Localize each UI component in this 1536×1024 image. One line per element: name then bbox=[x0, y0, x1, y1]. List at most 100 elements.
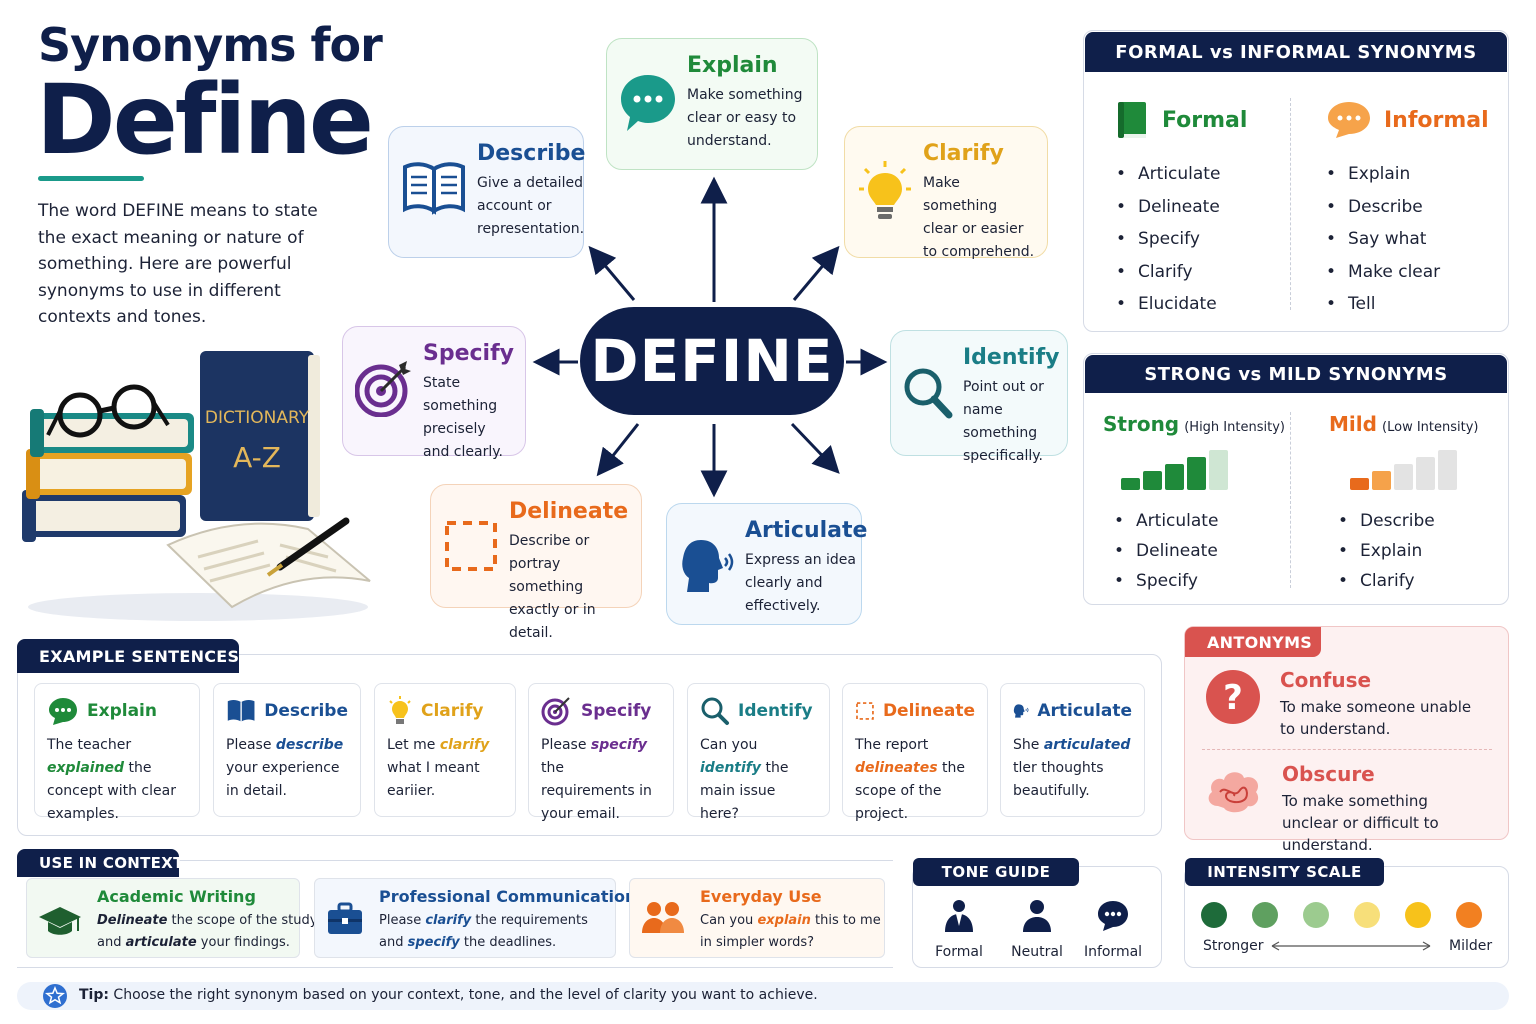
suit-icon bbox=[945, 900, 973, 932]
mild-column: Describe Explain Clarify bbox=[1338, 488, 1435, 596]
tip-text: Tip: Choose the right synonym based on y… bbox=[79, 987, 818, 1003]
context-line: Please clarify the requirements bbox=[379, 913, 588, 928]
intensity-bar bbox=[1121, 478, 1140, 490]
formal-label: Formal bbox=[1162, 107, 1248, 133]
example-title: Describe bbox=[264, 701, 348, 721]
example-card-delineate: Delineate The report delineates the scop… bbox=[842, 683, 988, 822]
title-underline bbox=[38, 176, 144, 181]
context-panel-frame bbox=[17, 860, 893, 968]
strong-mild-divider bbox=[1290, 412, 1291, 588]
formal-column: Formal Articulate Delineate Specify Clar… bbox=[1116, 100, 1247, 321]
card-title: Describe bbox=[477, 141, 586, 166]
tone-guide-heading: TONE GUIDE bbox=[913, 858, 1079, 886]
highlight-word: clarify bbox=[439, 737, 490, 753]
context-everyday: Everyday Use Can you explain this to me … bbox=[629, 878, 885, 958]
context-line: and specify the deadlines. bbox=[379, 935, 557, 950]
context-line: in simpler words? bbox=[700, 935, 814, 950]
example-sentence: The teacher explained the concept with c… bbox=[47, 737, 176, 822]
strong-mild-heading: STRONG vs MILD SYNONYMS bbox=[1085, 355, 1507, 393]
context-heading: USE IN CONTEXT bbox=[17, 849, 183, 877]
example-sentence: Please describe your experience in detai… bbox=[226, 737, 344, 799]
star-icon bbox=[43, 984, 67, 1008]
target-icon bbox=[355, 361, 411, 417]
highlight-word: identify bbox=[700, 760, 761, 776]
intensity-bar bbox=[1416, 457, 1435, 490]
tone-label: Formal bbox=[935, 944, 983, 960]
books-stack-icon: DICTIONARY A-Z bbox=[22, 351, 371, 621]
mild-label: Mild bbox=[1329, 412, 1377, 436]
mild-label-row: Mild (Low Intensity) bbox=[1329, 412, 1479, 436]
card-title: Articulate bbox=[745, 518, 868, 543]
informal-item: Make clear bbox=[1326, 256, 1489, 289]
speech-bubble-icon bbox=[49, 698, 77, 725]
speech-bubble-icon bbox=[621, 75, 675, 131]
strong-column: Articulate Delineate Specify bbox=[1114, 488, 1218, 596]
card-desc: Make something clear or easier to compre… bbox=[923, 175, 1035, 260]
intensity-bar bbox=[1372, 471, 1391, 490]
example-card-describe: Describe Please describe your experience… bbox=[213, 683, 361, 817]
strong-label-row: Strong (High Intensity) bbox=[1103, 412, 1285, 436]
example-title: Specify bbox=[581, 701, 652, 721]
informal-chat-icon bbox=[1328, 102, 1370, 138]
card-desc: Point out or name something specifically… bbox=[963, 379, 1044, 464]
open-book-icon bbox=[403, 162, 465, 215]
intensity-dot bbox=[1354, 902, 1380, 928]
strong-item: Specify bbox=[1114, 566, 1218, 596]
context-title: Professional Communication bbox=[379, 887, 637, 906]
formal-item: Elucidate bbox=[1116, 288, 1247, 321]
informal-item: Describe bbox=[1326, 191, 1489, 224]
scale-arrow bbox=[1271, 941, 1431, 951]
tone-informal: Informal bbox=[1082, 898, 1144, 960]
dictionary-label: DICTIONARY bbox=[205, 408, 310, 428]
tone-label: Informal bbox=[1083, 944, 1143, 960]
strong-item: Delineate bbox=[1114, 536, 1218, 566]
tip-body: Choose the right synonym based on your c… bbox=[108, 987, 818, 1003]
light-bulb-icon bbox=[389, 696, 411, 724]
examples-heading: EXAMPLE SENTENCES bbox=[17, 639, 239, 673]
intensity-dot bbox=[1201, 902, 1227, 928]
intensity-scale-heading: INTENSITY SCALE bbox=[1185, 858, 1384, 886]
example-title: Delineate bbox=[882, 701, 975, 721]
example-sentence: Please specify the requirements in your … bbox=[541, 737, 652, 822]
card-title: Identify bbox=[963, 345, 1060, 370]
people-group-icon bbox=[642, 902, 684, 933]
person-icon bbox=[1023, 900, 1051, 932]
intensity-bar bbox=[1394, 464, 1413, 490]
formal-item: Delineate bbox=[1116, 191, 1247, 224]
context-line: Delineate the scope of the study bbox=[97, 913, 318, 928]
strong-intensity-bars bbox=[1121, 450, 1228, 490]
tone-neutral: Neutral bbox=[1008, 898, 1066, 960]
mild-item: Explain bbox=[1338, 536, 1435, 566]
target-icon bbox=[541, 697, 570, 726]
informal-label: Informal bbox=[1384, 107, 1489, 133]
strong-sub: (High Intensity) bbox=[1184, 420, 1285, 435]
mild-intensity-bars bbox=[1350, 450, 1457, 490]
intensity-dot bbox=[1405, 902, 1431, 928]
mild-item: Clarify bbox=[1338, 566, 1435, 596]
example-title: Articulate bbox=[1037, 701, 1132, 721]
graduation-cap-icon bbox=[39, 907, 81, 935]
example-card-articulate: Articulate She articulated tler thoughts… bbox=[1000, 683, 1145, 817]
example-sentence: The report delineates the scope of the p… bbox=[855, 737, 965, 822]
dashed-frame-icon bbox=[856, 702, 874, 720]
highlight-word: specify bbox=[590, 737, 648, 753]
example-card-identify: Identify Can you identify the main issue… bbox=[687, 683, 830, 822]
example-title: Explain bbox=[87, 701, 157, 721]
speaking-head-icon bbox=[1013, 704, 1029, 718]
card-desc: Express an idea clearly and effectively. bbox=[745, 552, 856, 614]
example-title: Identify bbox=[738, 701, 813, 721]
intensity-bar bbox=[1165, 464, 1184, 490]
informal-column: Informal Explain Describe Say what Make … bbox=[1326, 100, 1489, 321]
title-line-2: Define bbox=[36, 64, 374, 176]
card-desc: Make something clear or easy to understa… bbox=[687, 87, 803, 149]
formal-informal-heading: FORMAL vs INFORMAL SYNONYMS bbox=[1085, 32, 1507, 72]
context-line: and articulate your findings. bbox=[97, 935, 290, 950]
define-hub: DEFINE bbox=[580, 307, 844, 415]
card-title: Specify bbox=[423, 341, 515, 366]
example-card-specify: Specify Please specify the requirements … bbox=[528, 683, 674, 822]
svg-text:?: ? bbox=[1223, 678, 1243, 718]
card-desc: Describe or portray something exactly or… bbox=[509, 533, 596, 641]
